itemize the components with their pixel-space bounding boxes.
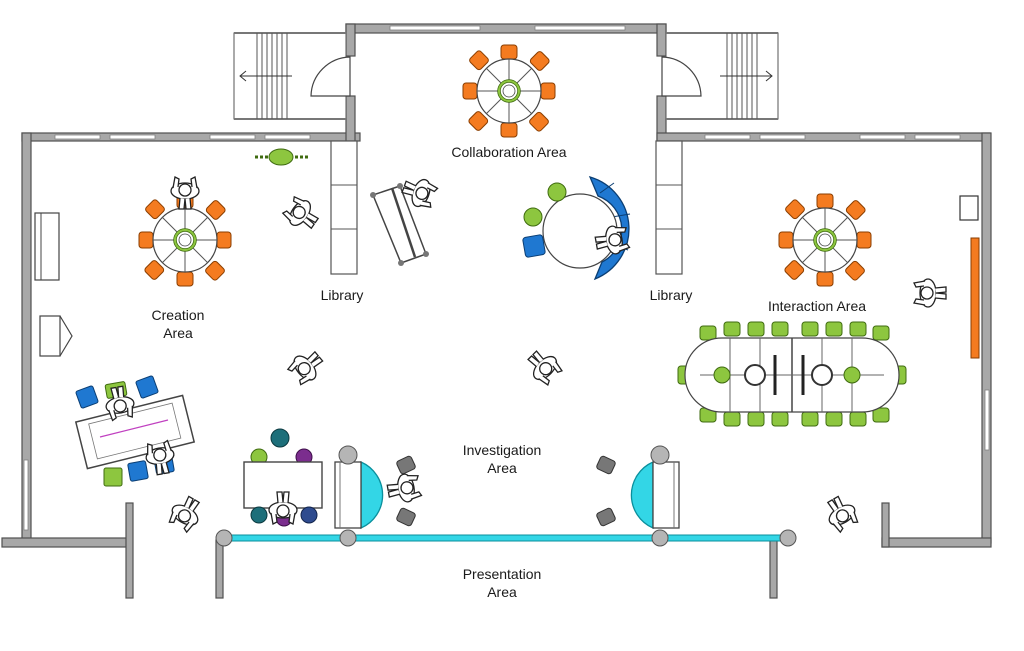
stage-left-icon (334, 445, 384, 529)
work-table-icon (74, 375, 196, 487)
investigation-area-label-line1: Investigation (463, 442, 542, 458)
person-icon (820, 491, 862, 535)
person-icon (279, 192, 324, 236)
investigation-area-label-line2: Area (487, 460, 517, 476)
bookshelf-right-icon (655, 140, 683, 275)
presentation-area-label-line1: Presentation (463, 566, 542, 582)
right-wall-fixtures (959, 195, 980, 359)
green-stool-icon (255, 148, 308, 166)
chair-icon (396, 455, 616, 527)
person-icon (284, 345, 329, 389)
conference-table-icon (677, 321, 907, 427)
creation-area-label-line1: Creation (152, 307, 205, 323)
bookshelf-left-icon (330, 140, 358, 275)
person-icon (913, 278, 947, 308)
round-table-icon (777, 192, 873, 288)
stage-right-icon (630, 445, 680, 529)
presentation-rail (215, 529, 797, 547)
library-left-label: Library (321, 287, 364, 303)
person-icon (521, 344, 566, 389)
left-wall-fixtures (34, 212, 73, 357)
curved-bench-icon (522, 175, 631, 281)
presentation-area-label-line2: Area (487, 584, 517, 600)
door-swing-right-icon (661, 56, 702, 97)
library-right-label: Library (650, 287, 693, 303)
round-table-icon (137, 192, 233, 288)
standing-desk-icon (370, 183, 429, 266)
door-swing-left-icon (310, 56, 351, 97)
interaction-area-label: Interaction Area (768, 298, 866, 314)
collaboration-area-label: Collaboration Area (451, 144, 566, 160)
person-icon (165, 491, 207, 535)
creation-area-label-line2: Area (163, 325, 193, 341)
person-icon (170, 176, 200, 210)
round-table-icon (461, 43, 557, 139)
person-icon (385, 471, 423, 506)
